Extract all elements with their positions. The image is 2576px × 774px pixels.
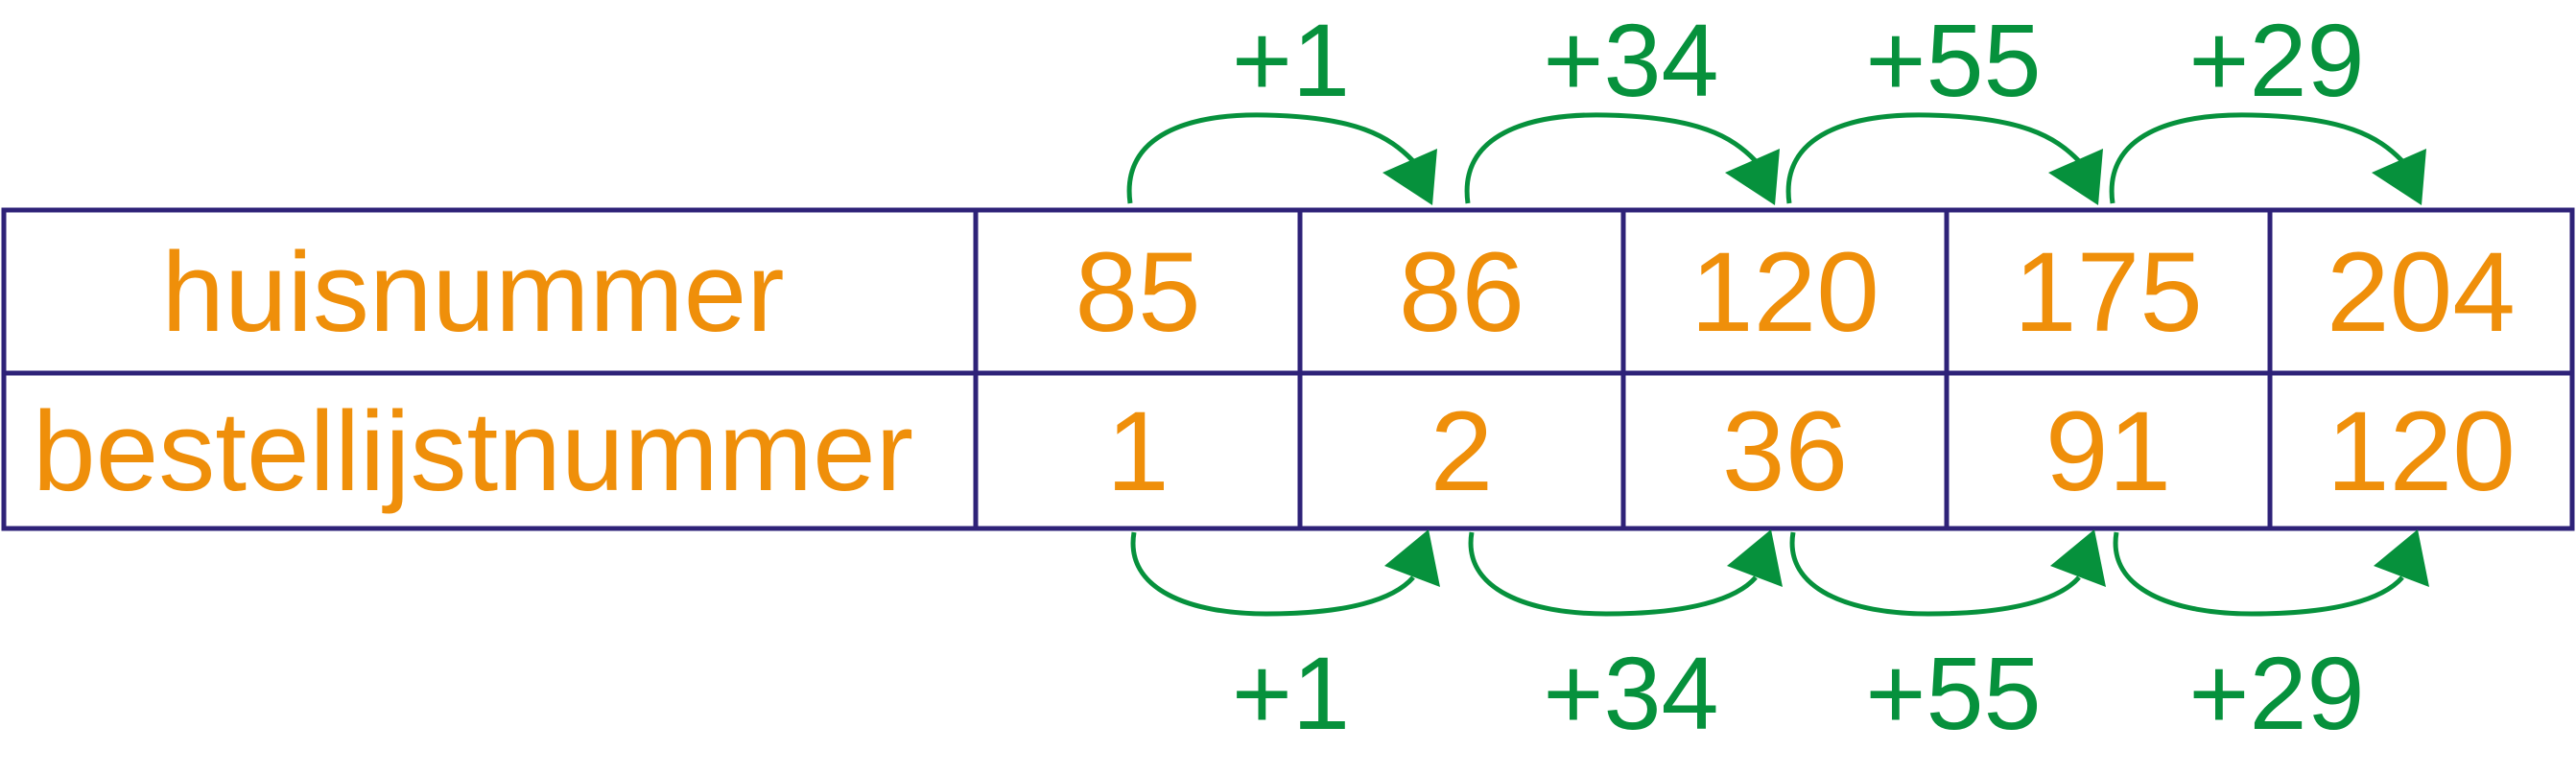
- table-grid: [1, 207, 2575, 531]
- step-label: +34: [1543, 635, 1718, 751]
- step-label: +55: [1865, 635, 2041, 751]
- step-label: +1: [1232, 635, 1350, 751]
- table-cell-value: 85: [1075, 229, 1200, 356]
- table-cell-value: 204: [2327, 229, 2516, 356]
- arrowhead-icon: [1384, 529, 1440, 587]
- step-arc: [1130, 531, 1415, 617]
- step-arc: [1789, 531, 2081, 617]
- table-cell-value: 120: [2327, 388, 2516, 515]
- table-cells: huisnummer 85 86 120 175 204 bestellijstnummer…: [33, 229, 2516, 515]
- step-arc: [1126, 112, 1415, 204]
- row-label: bestellijstnummer: [33, 388, 913, 515]
- row-label: huisnummer: [161, 229, 784, 356]
- arrowhead-icon: [2372, 149, 2426, 205]
- table-cell-value: 86: [1399, 229, 1524, 356]
- step-label: +29: [2188, 2, 2364, 118]
- table-cell-value: 120: [1690, 229, 1879, 356]
- step-arc: [1464, 112, 1758, 204]
- arrowhead-icon: [2048, 149, 2103, 205]
- top-step-arrows: +1 +34 +55 +29: [1126, 2, 2426, 205]
- table-cell-value: 2: [1430, 388, 1494, 515]
- table-border: [1, 207, 2575, 531]
- step-arc: [1468, 531, 1758, 617]
- arrowhead-icon: [1383, 149, 1437, 205]
- step-label: +29: [2188, 635, 2364, 751]
- arrowhead-icon: [2374, 529, 2429, 587]
- step-arc: [2113, 531, 2404, 617]
- table-cell-value: 1: [1106, 388, 1170, 515]
- step-label: +34: [1543, 2, 1718, 118]
- step-arc: [2109, 112, 2404, 204]
- table-cell-value: 36: [1722, 388, 1848, 515]
- table-cell-value: 91: [2045, 388, 2171, 515]
- step-arc: [1785, 112, 2081, 204]
- step-label: +55: [1865, 2, 2041, 118]
- bottom-step-arrows: +1 +34 +55 +29: [1130, 529, 2429, 751]
- step-label: +1: [1232, 2, 1350, 118]
- table-cell-value: 175: [2014, 229, 2203, 356]
- arrowhead-icon: [1725, 149, 1780, 205]
- arrowhead-icon: [1727, 529, 1783, 587]
- arrowhead-icon: [2050, 529, 2106, 587]
